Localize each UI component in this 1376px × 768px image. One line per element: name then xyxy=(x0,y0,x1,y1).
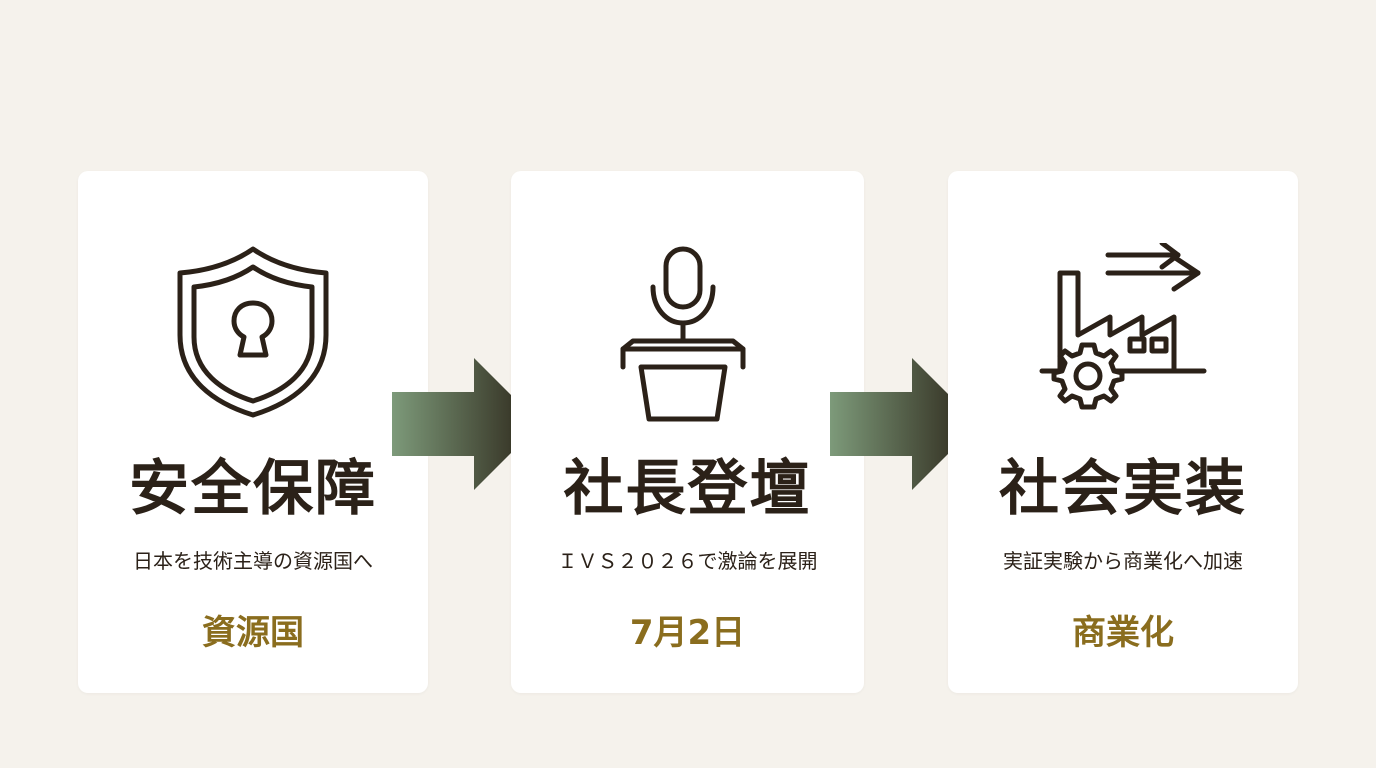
flow-arrow-icon xyxy=(830,358,980,490)
step-subtitle: ＩＶＳ２０２６で激論を展開 xyxy=(557,549,818,573)
step-keyword: 商業化 xyxy=(1072,613,1174,653)
shield-lock-icon xyxy=(168,243,338,423)
step-subtitle: 実証実験から商業化へ加速 xyxy=(1003,549,1243,573)
flow-arrow-icon xyxy=(392,358,542,490)
step-card-security: 安全保障 日本を技術主導の資源国へ 資源国 xyxy=(78,171,428,693)
podium-microphone-icon xyxy=(603,243,773,423)
step-title: 社会実装 xyxy=(999,454,1247,524)
step-keyword: 資源国 xyxy=(202,613,304,653)
step-card-ceo-talk: 社長登壇 ＩＶＳ２０２６で激論を展開 7月2日 xyxy=(511,171,864,693)
step-subtitle: 日本を技術主導の資源国へ xyxy=(133,549,373,573)
factory-gear-arrow-icon xyxy=(1038,240,1208,423)
step-title: 社長登壇 xyxy=(563,454,812,524)
step-title: 安全保障 xyxy=(129,454,377,524)
step-card-implementation: 社会実装 実証実験から商業化へ加速 商業化 xyxy=(948,171,1298,693)
step-keyword: 7月2日 xyxy=(629,613,746,653)
